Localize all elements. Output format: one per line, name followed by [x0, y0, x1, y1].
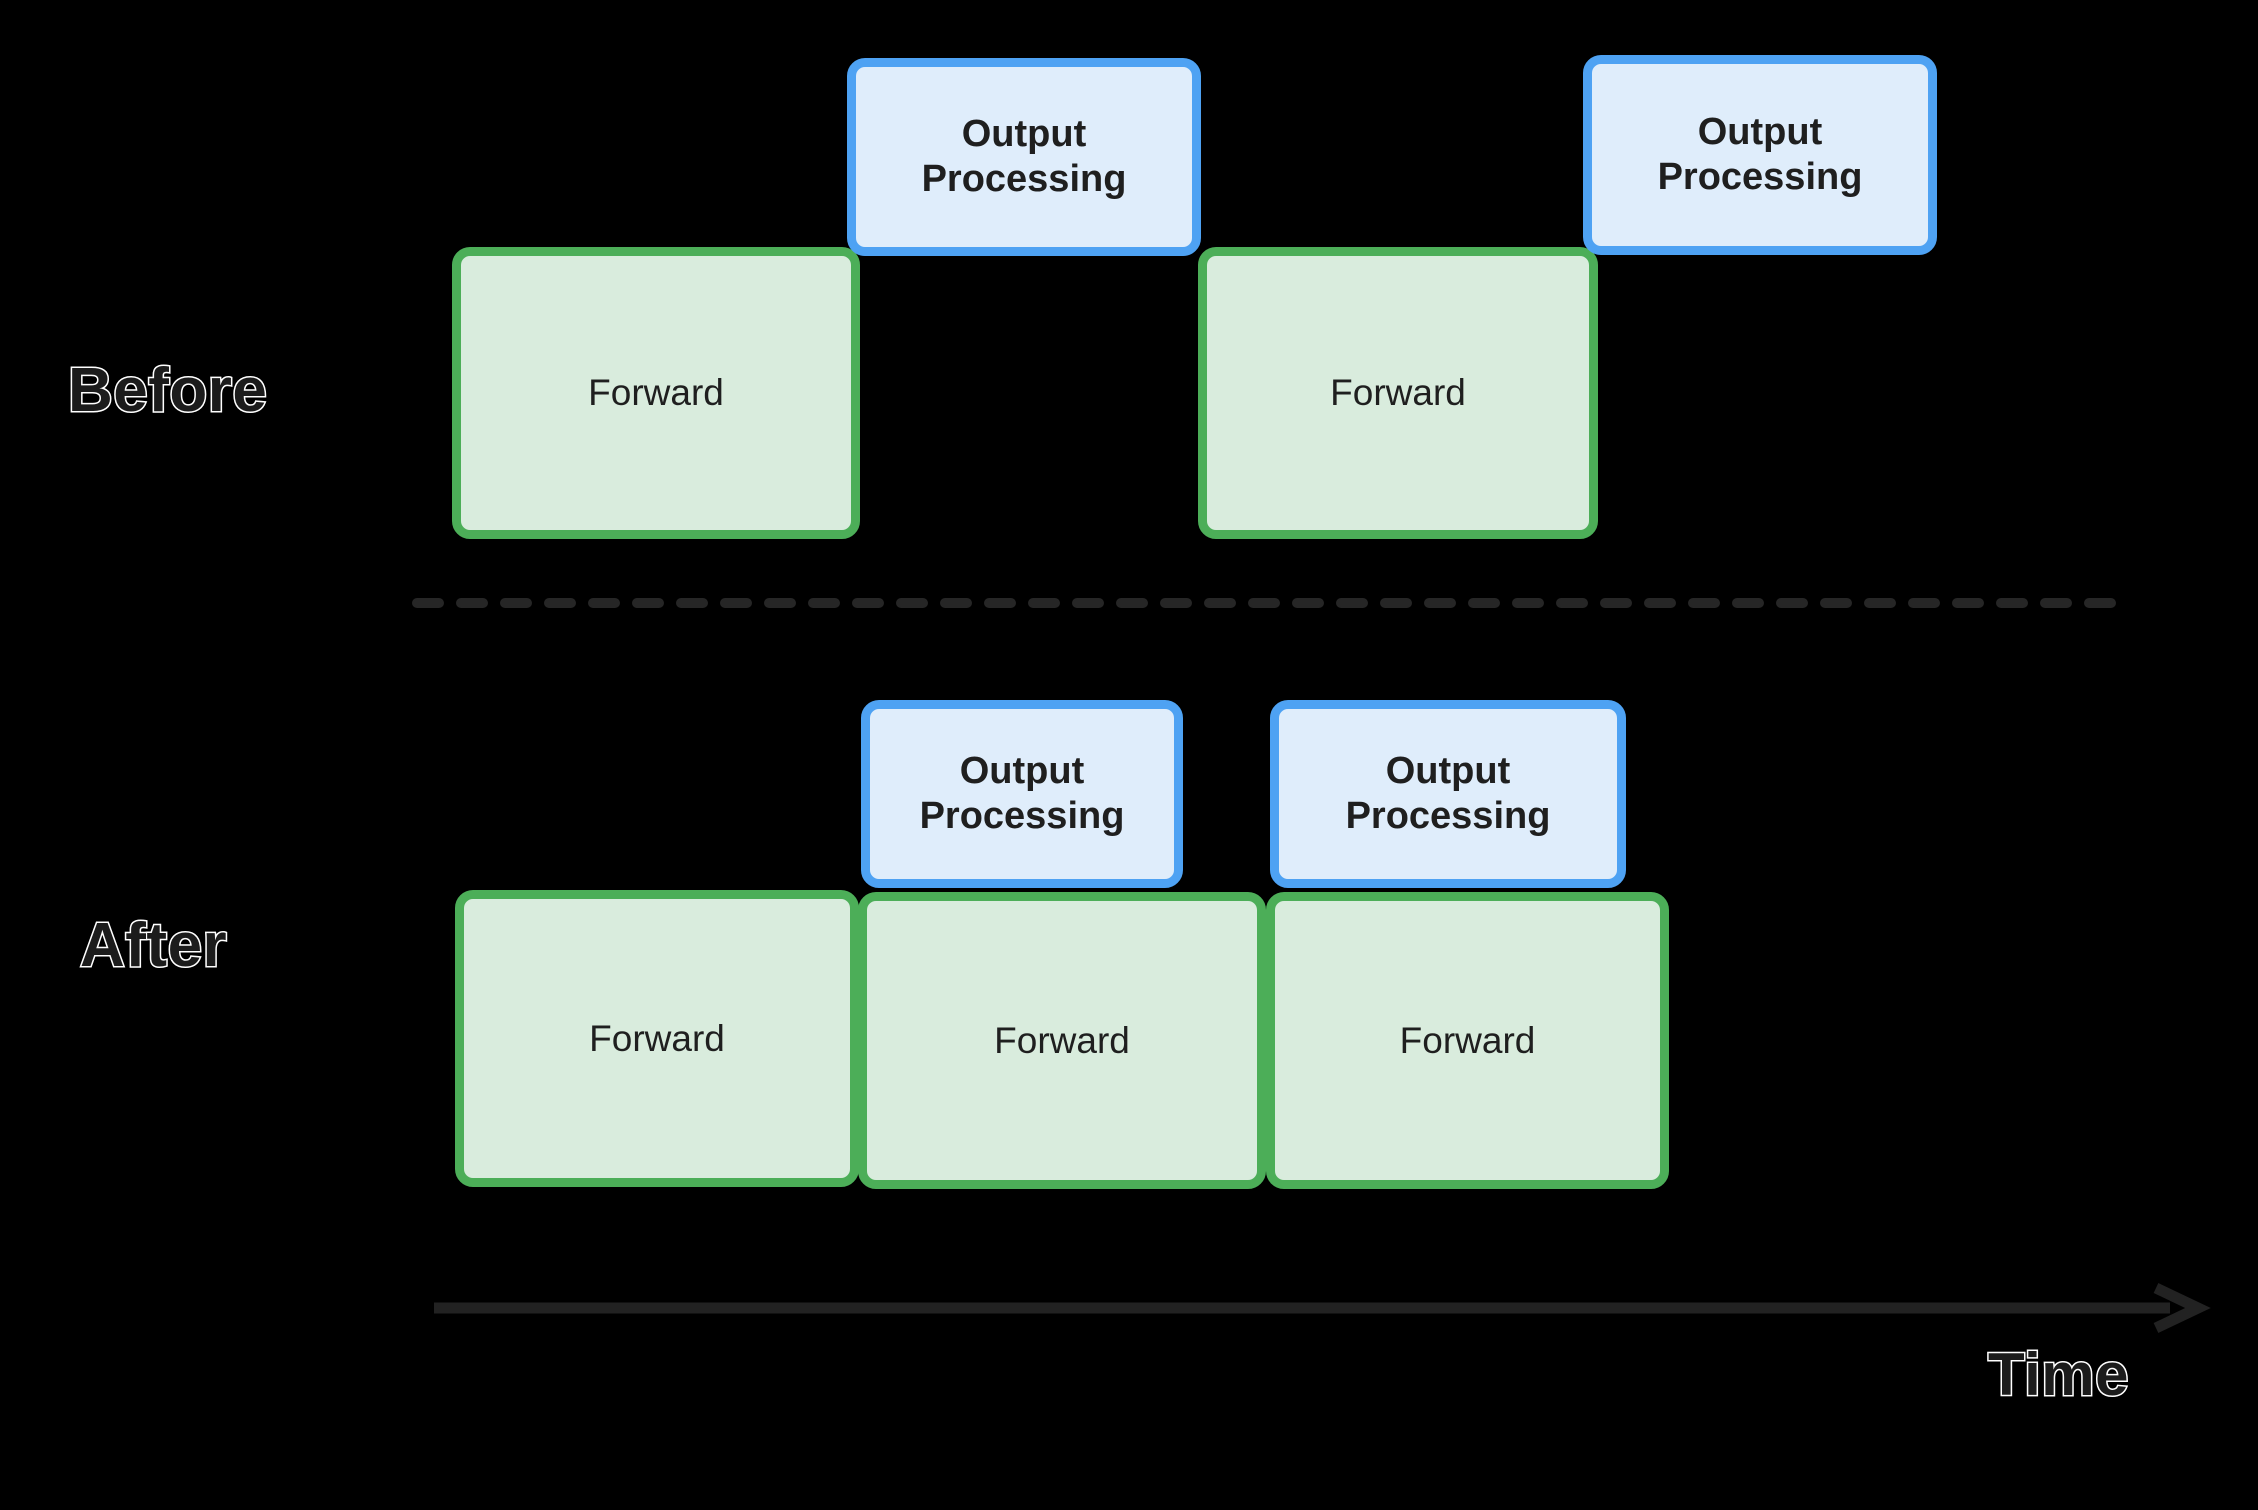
section-divider — [412, 598, 2134, 608]
before-forward-block-2: Forward — [1198, 247, 1598, 539]
before-forward-block-1: Forward — [452, 247, 860, 539]
after-forward-block-3: Forward — [1266, 892, 1669, 1189]
block-label: Output Processing — [1657, 111, 1863, 198]
block-label: Output Processing — [1345, 750, 1551, 837]
block-label: Output Processing — [919, 750, 1125, 837]
row-label-before: Before — [66, 356, 268, 425]
time-axis-arrow — [430, 1282, 2220, 1334]
before-output-processing-block-1: Output Processing — [847, 58, 1201, 256]
block-label: Forward — [588, 372, 724, 414]
block-label: Forward — [994, 1019, 1130, 1061]
after-forward-block-2: Forward — [858, 892, 1266, 1189]
row-label-after: After — [78, 911, 228, 980]
block-label: Output Processing — [921, 113, 1127, 200]
after-forward-block-1: Forward — [455, 890, 859, 1187]
time-axis-label: Time — [1987, 1341, 2130, 1408]
after-output-processing-block-1: Output Processing — [861, 700, 1183, 888]
block-label: Forward — [1399, 1019, 1536, 1061]
block-label: Forward — [1330, 372, 1466, 414]
block-label: Forward — [589, 1017, 725, 1059]
after-output-processing-block-2: Output Processing — [1270, 700, 1626, 888]
before-output-processing-block-2: Output Processing — [1583, 55, 1937, 255]
